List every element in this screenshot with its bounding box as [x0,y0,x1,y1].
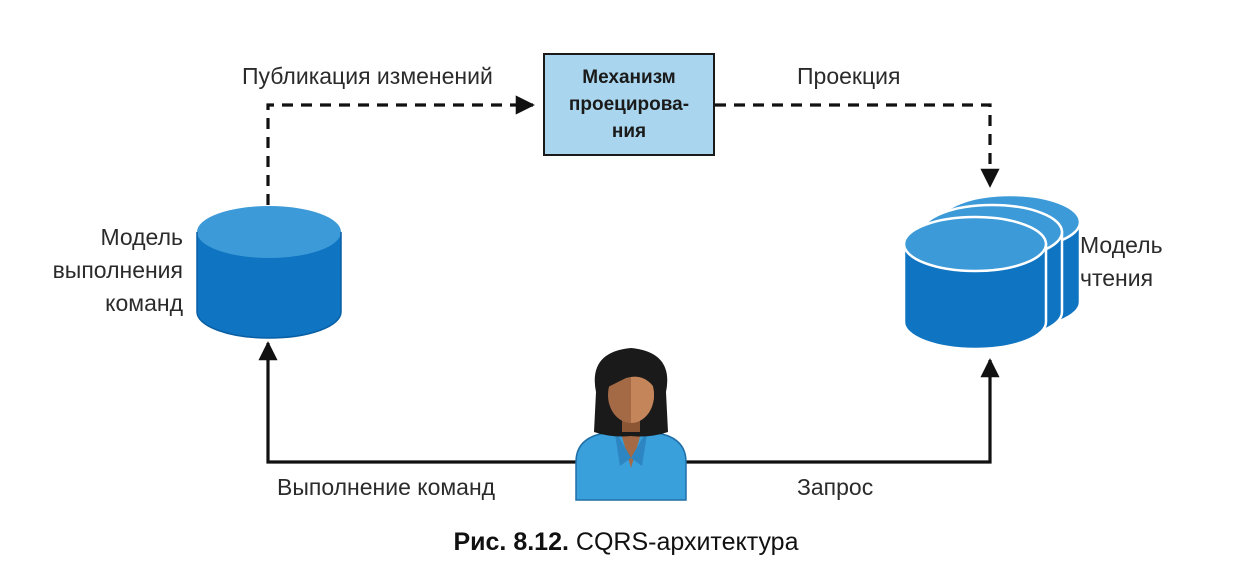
command-model-line: Модель [100,224,183,250]
figure-title: CQRS-архитектура [575,528,799,556]
figure-caption: Рис. 8.12. CQRS-архитектура [0,528,1252,557]
read-database-stack-icon [902,193,1082,351]
read-model-line: Модель [1080,232,1163,258]
figure-number: Рис. 8.12. [453,528,569,556]
projection-engine-label: Механизм проецирова- ния [569,64,689,145]
command-database-icon [196,206,342,339]
read-model-label: Модель чтения [1080,229,1163,295]
projection-arrow [715,103,1000,188]
read-model-line: чтения [1080,265,1154,291]
execute-commands-label: Выполнение команд [277,474,496,500]
user-icon [575,348,687,501]
publish-changes-label: Публикация изменений [242,63,493,89]
query-label: Запрос [797,474,874,500]
projection-engine-line: проецирова- [568,94,690,115]
projection-engine-line: Механизм [582,67,676,88]
projection-engine-box: Механизм проецирова- ния [543,53,715,156]
projection-engine-line: ния [611,121,647,142]
command-model-label: Модель выполнения команд [20,221,183,320]
projection-label: Проекция [797,63,901,89]
command-model-line: выполнения [52,257,183,283]
query-arrow [684,358,1000,464]
publish-changes-arrow [266,95,535,205]
command-model-line: команд [105,290,183,316]
execute-commands-arrow [258,341,578,464]
